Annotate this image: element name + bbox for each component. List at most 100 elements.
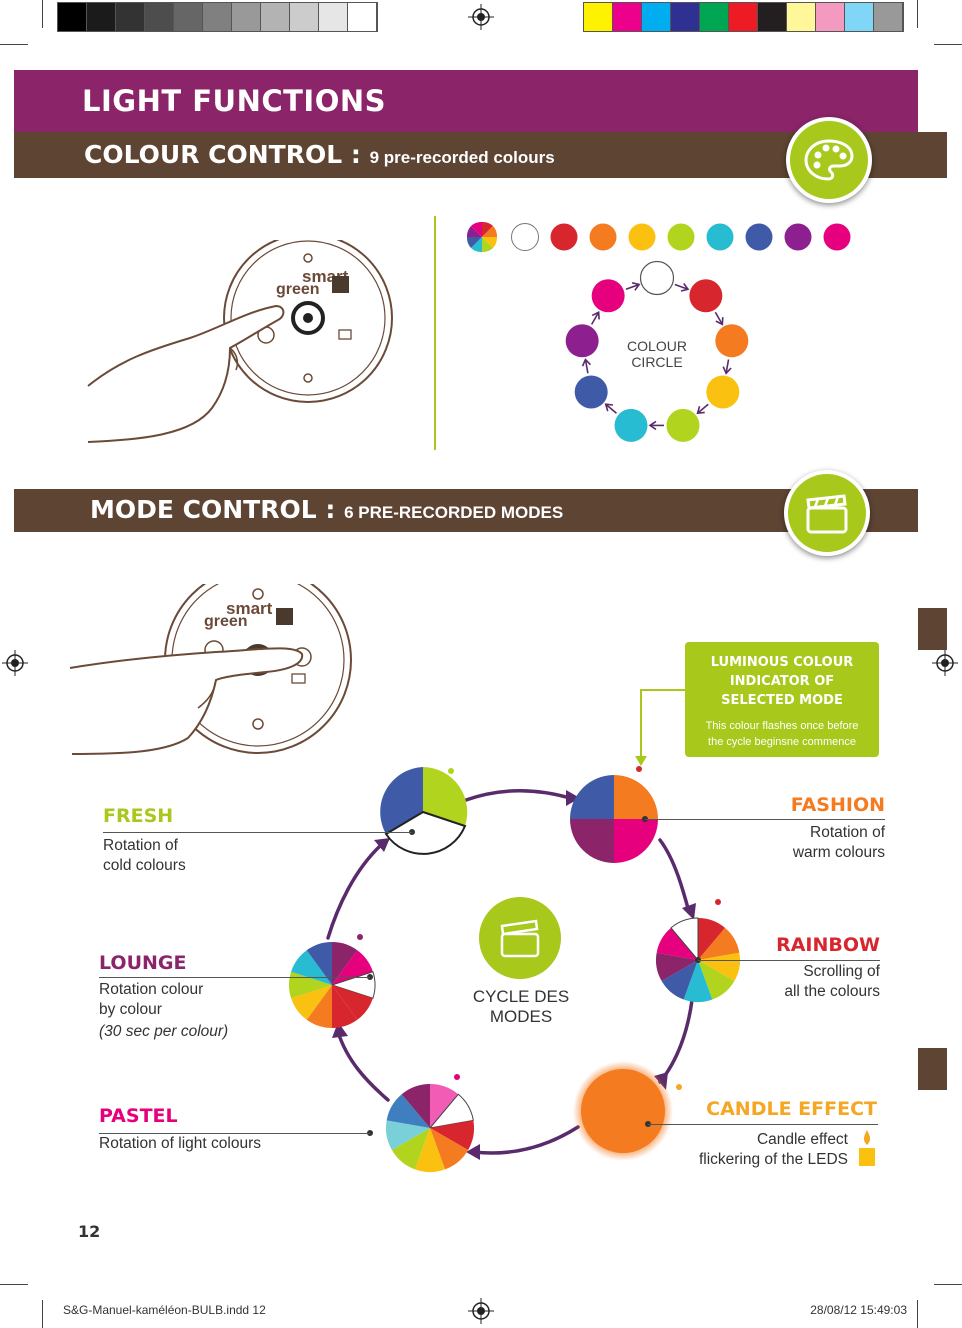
crop-mark (0, 1284, 28, 1285)
page-title: LIGHT FUNCTIONS (82, 84, 387, 118)
palette-icon (786, 117, 872, 203)
registration-mark-icon (468, 4, 494, 30)
colour-circle-arrow (714, 311, 724, 325)
registration-mark-icon (932, 650, 958, 676)
print-swatch (290, 3, 319, 31)
side-tab (918, 1048, 947, 1090)
pastel-mode-wheel (386, 1084, 474, 1172)
mode-title-fashion: FASHION (790, 794, 885, 816)
colour-circle-node (614, 408, 648, 442)
print-swatch (758, 3, 787, 31)
colour-circle-node (689, 279, 723, 313)
print-swatch (642, 3, 671, 31)
print-swatch (729, 3, 758, 31)
colour-swatch-row (466, 221, 851, 253)
colour-circle-arrow (697, 403, 709, 414)
print-swatch (874, 3, 903, 31)
print-swatch (232, 3, 261, 31)
colour-circle-node (574, 375, 608, 409)
colour-swatch (589, 223, 617, 251)
side-tab (918, 608, 947, 650)
colour-circle-node (565, 324, 599, 358)
colour-circle-arrow (584, 359, 589, 374)
colour-swatch (823, 223, 851, 251)
print-swatch (261, 3, 290, 31)
leader-line (645, 819, 885, 820)
mode-title-fresh: FRESH (103, 805, 174, 827)
svg-text:smart: smart (226, 599, 273, 618)
print-swatch (116, 3, 145, 31)
clapperboard-icon (784, 470, 870, 556)
colour-circle-node (591, 279, 625, 313)
colour-swatch (745, 223, 773, 251)
colour-circle-node (715, 324, 749, 358)
colour-circle-node (706, 375, 740, 409)
footer-file: S&G-Manuel-kaméléon-BULB.indd 12 (63, 1303, 266, 1317)
print-swatch (174, 3, 203, 31)
indicator-title: LUMINOUS COLOUR (710, 655, 854, 670)
crop-mark (934, 1284, 962, 1285)
fashion-mode-wheel (570, 775, 658, 863)
leader-line (648, 1124, 878, 1125)
print-swatch (613, 3, 642, 31)
leader-line (99, 1133, 370, 1134)
remote-press-illustration: smart green (87, 240, 393, 443)
colour-swatch (667, 223, 695, 251)
page-number: 12 (78, 1222, 101, 1241)
colour-control-subtitle: 9 pre-recorded colours (369, 148, 555, 167)
candle-icon (859, 1130, 875, 1166)
print-swatch (58, 3, 87, 31)
print-swatch (671, 3, 700, 31)
svg-text:green: green (204, 613, 248, 630)
multicolor-wheel-icon (466, 221, 498, 253)
colour-circle-node (639, 260, 675, 296)
crop-mark (0, 44, 28, 45)
mode-desc-pastel: Rotation of light colours (99, 1135, 261, 1152)
section-header: LIGHT FUNCTIONS (14, 70, 918, 132)
print-swatch (145, 3, 174, 31)
indicator-text: This colour flashes once before (705, 720, 859, 732)
crop-mark (917, 1300, 918, 1328)
colour-swatch (511, 223, 539, 251)
crop-mark (42, 1300, 43, 1328)
registration-mark-icon (2, 650, 28, 676)
crop-mark (917, 0, 918, 28)
crop-mark (42, 0, 43, 28)
print-swatch (787, 3, 816, 31)
remote-press-illustration: smart green (69, 584, 352, 755)
colour-circle-node (666, 408, 700, 442)
colour-circle-arrow (674, 283, 689, 291)
print-swatch (319, 3, 348, 31)
grey-swatch-bar (57, 2, 378, 32)
colour-swatch (550, 223, 578, 251)
crop-mark (934, 44, 962, 45)
color-swatch-bar (583, 2, 904, 32)
rainbow-mode-wheel (656, 917, 741, 1003)
print-swatch (203, 3, 232, 31)
print-swatch (700, 3, 729, 31)
mode-title-pastel: PASTEL (99, 1105, 178, 1127)
mode-title-lounge: LOUNGE (99, 952, 187, 974)
mode-control-band: MODE CONTROL : 6 PRE-RECORDED MODES (14, 489, 918, 532)
svg-text:green: green (276, 281, 320, 298)
print-swatch (816, 3, 845, 31)
colour-control-title: COLOUR CONTROL : 9 pre-recorded colours (84, 140, 555, 169)
print-swatch (584, 3, 613, 31)
mode-control-title: MODE CONTROL : 6 PRE-RECORDED MODES (90, 495, 564, 524)
footer-date: 28/08/12 15:49:03 (810, 1303, 907, 1317)
colour-swatch (628, 223, 656, 251)
lounge-mode-wheel (289, 942, 376, 1028)
indicator-box: LUMINOUS COLOUR INDICATOR OF SELECTED MO… (685, 642, 879, 757)
cycle-label: CYCLE DES (473, 987, 569, 1006)
registration-mark-icon (468, 1298, 494, 1324)
fresh-mode-wheel (380, 767, 468, 855)
mode-title-rainbow: RAINBOW (776, 934, 880, 956)
colour-circle-arrow (625, 283, 640, 291)
leader-line (99, 977, 370, 978)
mode-control-subtitle: 6 PRE-RECORDED MODES (344, 503, 564, 522)
leader-line (103, 832, 412, 833)
